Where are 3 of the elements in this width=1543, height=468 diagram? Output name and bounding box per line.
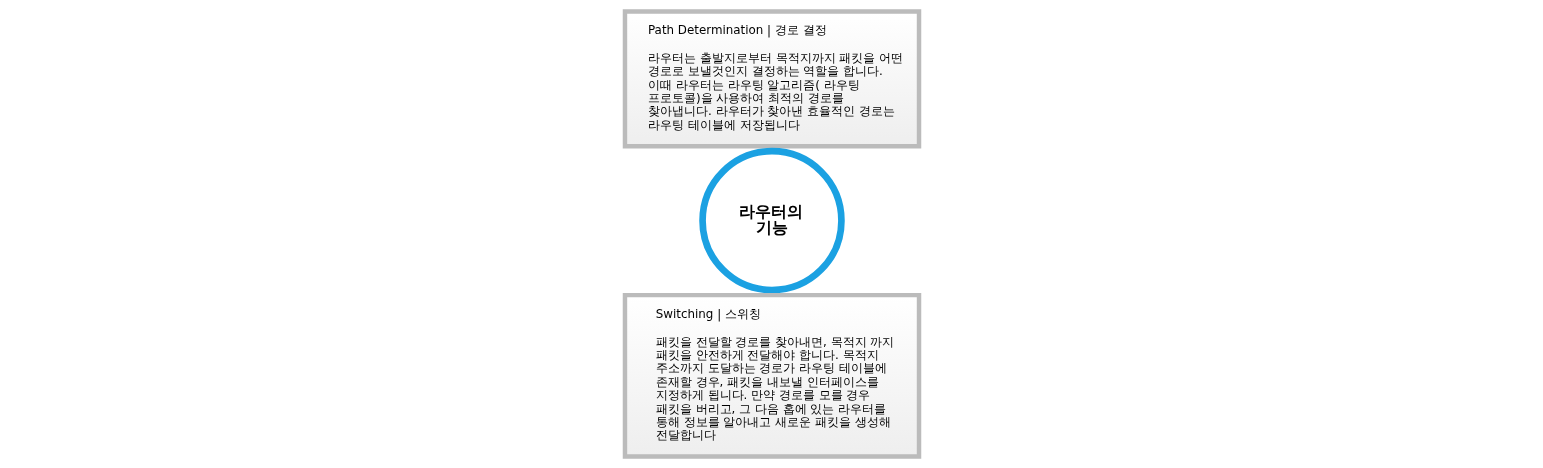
node-box: Switching | 스위칭 패킷을 전달할 경로를 찾아내면, 목적지 까지 패킷을 안전하게 전달해야 합니다. 목적지 주소까지 도달하는 경로가 라우팅 테이블에 존재할 경우, 패킷을 내보낼 인터페이스를 지정하게 됩니다. 만약 경로를 모를 경우 패킷을 버리고, 그 다음 홉에 있는 라우터를 통해 정보를 알아내고 새로운 패킷을 생성해 전달합니다: [622, 292, 921, 459]
node-circle: 라우터의 기능: [698, 147, 845, 294]
node-box: Path Determination | 경로 결정 라우터는 출발지로부터 목적지까지 패킷을 어떤 경로로 보낼것인지 결정하는 역할을 합니다. 이때 라우터는 라우팅 알고리즘( 라우팅 프로토콜)을 사용하여 최적의 경로를 찾아냅니다. 라우터가 찾아낸 효율적인 경로는 라우팅 테이블에 저장됩니다: [622, 9, 921, 149]
